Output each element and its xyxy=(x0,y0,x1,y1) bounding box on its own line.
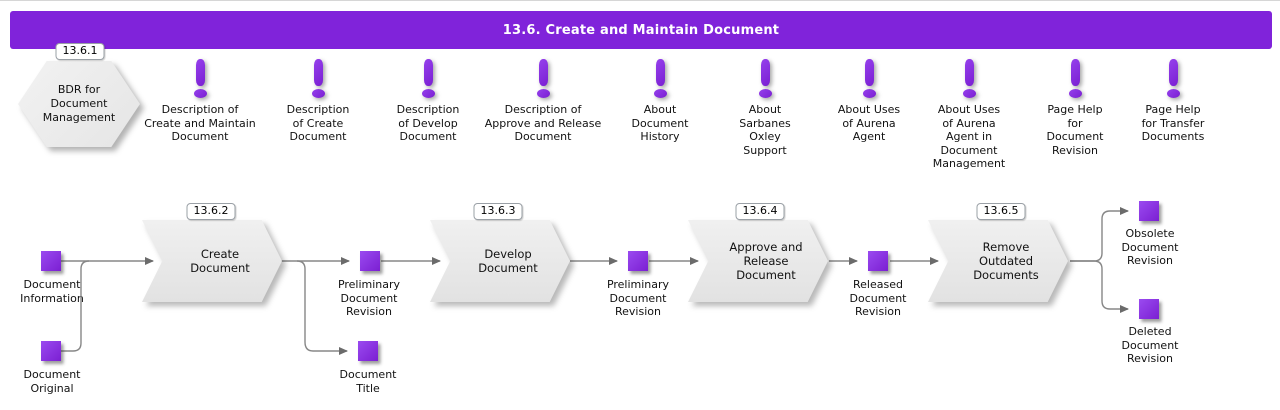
step-approve-release-document[interactable]: Approve and Release Document xyxy=(688,220,828,302)
info-link-description-create-maintain[interactable]: Description of Create and Maintain Docum… xyxy=(125,59,275,144)
artifact-obsolete-document-revision[interactable] xyxy=(1139,201,1159,221)
artifact-label: Deleted Document Revision xyxy=(1121,325,1179,365)
badge-13-6-2: 13.6.2 xyxy=(186,203,236,220)
artifact-label: Preliminary Document Revision xyxy=(337,278,401,318)
bdr-hexagon-label: BDR for Document Management xyxy=(18,61,140,147)
info-link-label: About Uses of Aurena Agent xyxy=(837,103,901,143)
info-link-label: About Sarbanes Oxley Support xyxy=(739,103,791,157)
info-link-page-help-document-revision[interactable]: Page Help for Document Revision xyxy=(1000,59,1150,157)
process-title-bar: 13.6. Create and Maintain Document xyxy=(10,11,1272,49)
badge-13-6-4: 13.6.4 xyxy=(735,203,785,220)
artifact-label: Released Document Revision xyxy=(849,278,907,318)
info-link-description-develop[interactable]: Description of Develop Document xyxy=(353,59,503,144)
exclamation-icon xyxy=(536,59,550,99)
info-link-description-approve-release[interactable]: Description of Approve and Release Docum… xyxy=(468,59,618,144)
info-link-label: Description of Develop Document xyxy=(396,103,460,143)
exclamation-icon xyxy=(758,59,772,99)
artifact-label: Document Original xyxy=(23,368,81,395)
exclamation-icon xyxy=(311,59,325,99)
step-label: Remove Outdated Documents xyxy=(928,220,1068,302)
info-link-label: Description of Create and Maintain Docum… xyxy=(144,103,256,143)
info-link-about-document-history[interactable]: About Document History xyxy=(585,59,735,144)
badge-13-6-1: 13.6.1 xyxy=(55,43,105,60)
step-label: Approve and Release Document xyxy=(688,220,828,302)
info-link-about-sarbanes-oxley[interactable]: About Sarbanes Oxley Support xyxy=(690,59,840,157)
artifact-preliminary-document-revision-2[interactable] xyxy=(628,251,648,271)
artifact-document-title[interactable] xyxy=(358,341,378,361)
artifact-label: Document Title xyxy=(339,368,397,395)
artifact-label: Preliminary Document Revision xyxy=(606,278,670,318)
info-link-label: About Uses of Aurena Agent in Document M… xyxy=(932,103,1006,170)
exclamation-icon xyxy=(1068,59,1082,99)
step-label: Develop Document xyxy=(430,220,570,302)
artifact-preliminary-document-revision-1[interactable] xyxy=(360,251,380,271)
info-link-label: Page Help for Document Revision xyxy=(1046,103,1104,157)
info-link-label: Page Help for Transfer Documents xyxy=(1141,103,1205,143)
exclamation-icon xyxy=(1166,59,1180,99)
info-link-label: Description of Create Document xyxy=(286,103,350,143)
step-label: Create Document xyxy=(142,220,282,302)
artifact-label: Obsolete Document Revision xyxy=(1121,227,1179,267)
page-title: 13.6. Create and Maintain Document xyxy=(502,22,780,38)
info-link-label: About Document History xyxy=(631,103,689,143)
step-remove-outdated-documents[interactable]: Remove Outdated Documents xyxy=(928,220,1068,302)
exclamation-icon xyxy=(193,59,207,99)
badge-13-6-3: 13.6.3 xyxy=(473,203,523,220)
artifact-deleted-document-revision[interactable] xyxy=(1139,299,1159,319)
info-link-page-help-transfer-documents[interactable]: Page Help for Transfer Documents xyxy=(1098,59,1248,144)
badge-13-6-5: 13.6.5 xyxy=(976,203,1026,220)
artifact-document-original[interactable] xyxy=(41,341,61,361)
artifact-document-information[interactable] xyxy=(41,251,61,271)
info-link-description-create[interactable]: Description of Create Document xyxy=(243,59,393,144)
step-create-document[interactable]: Create Document xyxy=(142,220,282,302)
bdr-hexagon[interactable]: BDR for Document Management xyxy=(18,61,140,147)
step-develop-document[interactable]: Develop Document xyxy=(430,220,570,302)
exclamation-icon xyxy=(653,59,667,99)
exclamation-icon xyxy=(421,59,435,99)
info-link-label: Description of Approve and Release Docum… xyxy=(484,103,602,143)
info-link-about-aurena-docman[interactable]: About Uses of Aurena Agent in Document M… xyxy=(894,59,1044,171)
exclamation-icon xyxy=(962,59,976,99)
info-link-about-aurena-agent[interactable]: About Uses of Aurena Agent xyxy=(794,59,944,144)
artifact-released-document-revision[interactable] xyxy=(868,251,888,271)
exclamation-icon xyxy=(862,59,876,99)
artifact-label: Document Information xyxy=(20,278,84,305)
